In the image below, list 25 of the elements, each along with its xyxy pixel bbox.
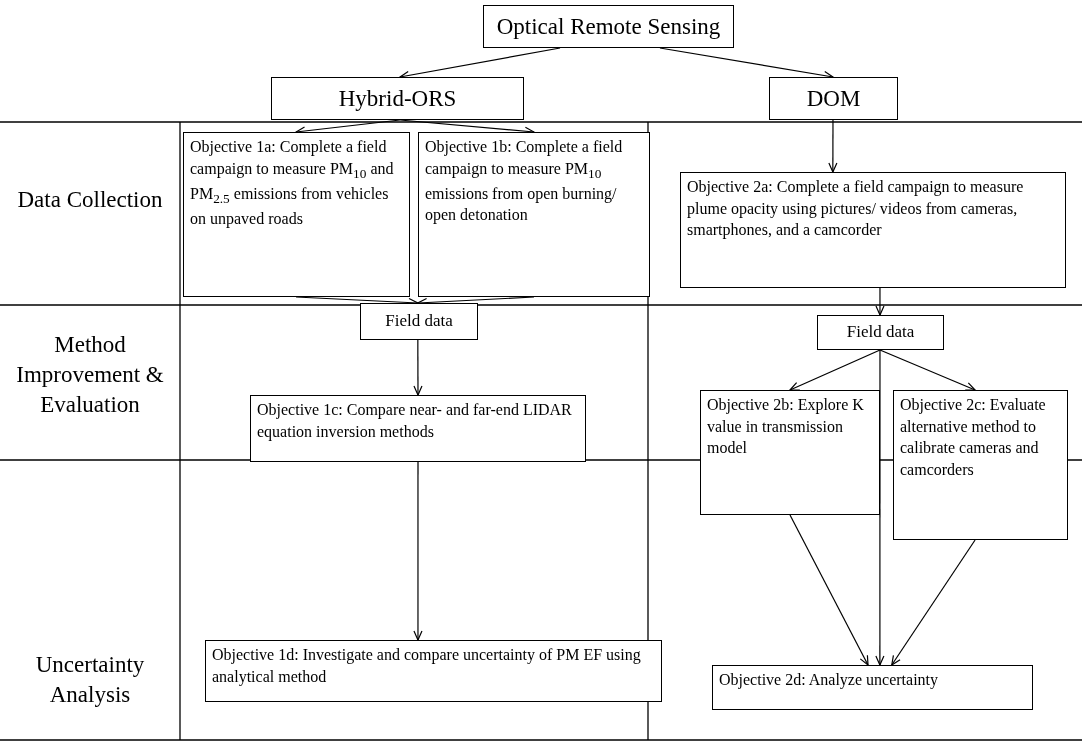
process-box: Field data xyxy=(360,303,478,340)
process-box: Objective 2b: Explore K value in transmission model xyxy=(700,390,880,515)
row-heading: Uncertainty Analysis xyxy=(34,651,146,709)
process-box: Field data xyxy=(817,315,944,350)
arrow xyxy=(879,349,976,391)
process-box: Hybrid-ORS xyxy=(271,77,524,120)
process-box: Optical Remote Sensing xyxy=(483,5,734,48)
arrow xyxy=(875,349,885,666)
row-heading: Data Collection xyxy=(16,186,164,214)
arrow xyxy=(875,287,885,316)
arrow xyxy=(413,339,423,396)
process-box: Objective 2a: Complete a field campaign to measure plume opacity using pictures/ videos from cameras, smartphones, and a camcorder xyxy=(680,172,1066,288)
arrow xyxy=(789,349,881,391)
row-heading: Method Improvement & Evaluation xyxy=(15,331,165,419)
process-box: Objective 1c: Compare near- and far-end LIDAR equation inversion methods xyxy=(250,395,586,462)
arrow xyxy=(413,461,423,641)
arrow xyxy=(789,514,869,666)
arrow xyxy=(828,119,838,173)
process-box: Objective 1a: Complete a field campaign to measure PM$_{10}$ and PM$_{2.5}$ emissions from vehicles on unpaved roads xyxy=(183,132,410,297)
process-box: Objective 1d: Investigate and compare uncertainty of PM EF using analytical method xyxy=(205,640,662,702)
arrow xyxy=(891,539,976,666)
process-box: Objective 1b: Complete a field campaign to measure PM$_{10}$ emissions from open burning/ open detonation xyxy=(418,132,650,297)
process-box: Objective 2d: Analyze uncertainty xyxy=(712,665,1033,710)
process-box: Objective 2c: Evaluate alternative method to calibrate cameras and camcorders xyxy=(893,390,1068,540)
process-box: DOM xyxy=(769,77,898,120)
